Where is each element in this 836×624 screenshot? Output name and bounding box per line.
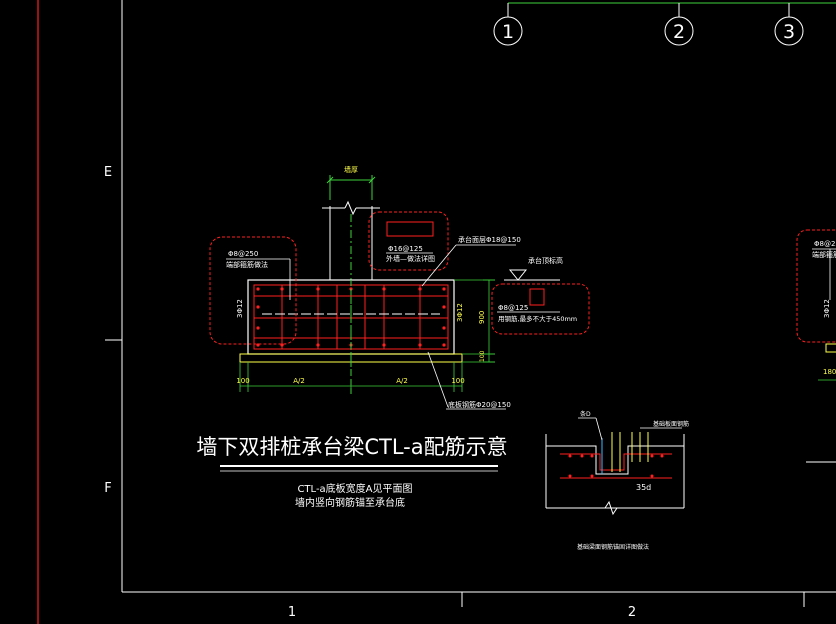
axis-label-top-3: 3 [783,21,795,43]
top-leader-label: 承台面层Φ18@150 [458,235,521,244]
dim-left-100: 100 [236,377,249,385]
elevation-triangle [508,269,528,281]
left-height-code: 3Φ12 [236,299,244,318]
small-detail: 条D 基础板面钢筋 35d 基础梁面钢筋锚固详图做法 [545,410,689,551]
axis-label-left-f: F [104,481,111,496]
left-callout-cloud [209,236,297,345]
axis-label-bottom-2: 2 [628,605,636,620]
detail-note-line1: CTL-a底板宽度A见平面图 [297,482,412,495]
small-detail-label-a: 条D [580,410,591,418]
small-detail-caption: 基础梁面钢筋锚固详图做法 [577,543,649,551]
axis-label-top-1: 1 [502,21,514,43]
left-rebar-code: Φ8@250 [228,250,258,258]
partial-dim: 180 [823,368,836,376]
axis-label-top-2: 2 [673,21,685,43]
partial-cushion [825,343,836,353]
partial-side-code: 3Φ12 [823,299,831,318]
dim-900: 900 [478,311,486,324]
top-box-desc: 外墙—做法详图 [386,254,435,263]
rebar-dots [256,287,446,347]
small-detail-break-mark [604,500,618,516]
bottom-leader-label: 底板钢筋Φ20@150 [448,400,511,409]
small-detail-dim-35d: 35d [636,483,651,492]
axis-label-left-e: E [104,165,112,180]
top-leader-diag [421,244,457,287]
dim-a-half-2: A/2 [396,377,408,385]
axis-bubble-top-3: 3 [774,3,804,46]
top-box-code: Φ16@125 [388,245,423,253]
bottom-dimension-line [239,362,463,392]
detail-note-line2: 墙内竖向钢筋锚至承台底 [295,496,405,509]
bottom-leader-diag [427,351,449,408]
wall-thickness-label: 墙厚 [344,165,358,174]
small-detail-rebar-hook [560,453,672,471]
right-dimension-column [454,279,495,363]
dim-right-100: 100 [451,377,464,385]
detail-title: 墙下双排桩承台梁CTL-a配筋示意 [196,435,507,459]
small-detail-slab-outline [546,445,684,475]
small-detail-label-b: 基础板面钢筋 [653,420,689,428]
right-box-code: Φ8@125 [498,304,528,312]
right-callout-inner-rect [529,288,545,306]
right-side-code: 3Φ12 [456,303,464,322]
axis-bubble-top-1: 1 [493,3,523,46]
dim-100-right: 100 [479,350,486,362]
axis-bubble-top-2: 2 [664,3,694,46]
elevation-label: 承台顶标高 [528,256,563,265]
right-box-desc: 用钢筋,最多不大于450mm [498,314,577,323]
dim-a-half-1: A/2 [293,377,305,385]
main-detail: 墙厚 Φ8@2 [196,165,590,509]
partial-callout-cloud [796,229,836,343]
partial-box-code: Φ8@250 [814,240,836,248]
partial-box-desc: 端部箍筋做法 [812,250,836,259]
left-rebar-desc: 端部箍筋做法 [226,260,268,269]
right-callout-cloud [491,283,590,335]
wall-thickness-dimension: 墙厚 [326,165,376,200]
partial-detail-right: Φ8@250 端部箍筋做法 3Φ12 180 [796,229,836,463]
axis-label-bottom-1: 1 [288,605,296,620]
top-callout-inner-rect [386,221,434,237]
top-callout-cloud [368,211,449,271]
rebar-cage [253,284,449,350]
